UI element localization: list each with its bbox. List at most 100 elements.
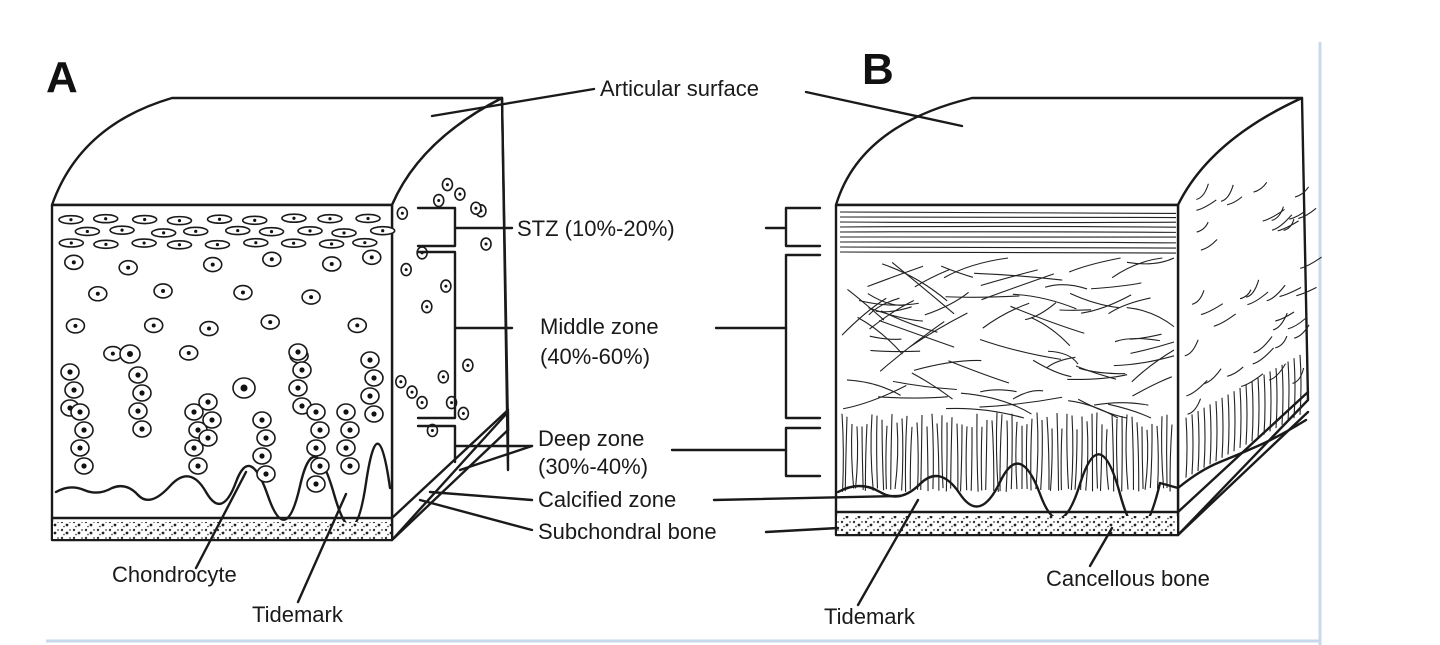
- middle-zone-fiber: [892, 380, 957, 391]
- deep-zone-fiber: [1010, 413, 1013, 490]
- chondrocyte-nucleus: [450, 401, 454, 405]
- side-deep-fiber: [1245, 384, 1248, 445]
- side-fiber: [1187, 398, 1202, 415]
- middle-zone-fiber: [878, 320, 955, 348]
- middle-zone-fiber: [1130, 341, 1175, 354]
- superficial-fiber: [839, 225, 1177, 228]
- block-a-side-right-edge: [500, 96, 510, 432]
- chondrocyte-nucleus: [313, 445, 319, 451]
- chondrocyte-nucleus: [81, 463, 87, 469]
- side-deep-fiber: [1215, 401, 1218, 462]
- chondrocyte-nucleus: [410, 390, 414, 394]
- deep-zone-fiber: [1099, 424, 1103, 491]
- chondrocyte-nucleus: [162, 231, 166, 235]
- middle-zone-fiber: [980, 269, 1038, 287]
- side-fiber: [1289, 210, 1306, 220]
- middle-zone-fiber: [841, 297, 887, 336]
- chondrocyte-nucleus: [95, 291, 100, 296]
- chondrocyte-nucleus: [317, 463, 323, 469]
- chondrocyte-nucleus: [71, 260, 76, 265]
- chondrocyte-nucleus: [209, 417, 215, 423]
- chondrocyte-nucleus: [461, 411, 465, 415]
- middle-zone-fiber: [880, 310, 938, 333]
- chondrocyte-nucleus: [110, 351, 115, 356]
- chondrocyte-nucleus: [205, 399, 211, 405]
- chondrocyte-nucleus: [206, 326, 211, 331]
- middle-zone-fiber: [1047, 350, 1079, 365]
- deep-zone-fiber: [1161, 416, 1165, 489]
- middle-zone-fiber: [974, 272, 1063, 281]
- chondrocyte-nucleus: [347, 463, 353, 469]
- deep-zone-fiber: [1025, 424, 1028, 489]
- chondrocyte-nucleus: [104, 242, 108, 246]
- side-fiber: [1253, 182, 1268, 193]
- side-fiber: [1296, 286, 1317, 297]
- middle-zone-fiber: [913, 359, 982, 371]
- zone-brackets-b: [670, 206, 822, 478]
- chondrocyte-nucleus: [127, 351, 133, 357]
- side-deep-fiber: [1281, 364, 1284, 425]
- middle-zone-fiber: [943, 257, 1009, 279]
- middle-zone-fiber: [1068, 257, 1121, 273]
- middle-zone-fiber: [891, 262, 955, 315]
- side-fiber: [1277, 220, 1299, 232]
- middle-zone-fiber: [1107, 403, 1152, 419]
- middle-zone-fiber: [1078, 367, 1126, 375]
- deep-zone-fiber: [1091, 413, 1094, 492]
- chondrocyte-nucleus: [263, 435, 269, 441]
- side-fiber: [1300, 256, 1322, 269]
- chondrocyte-nucleus: [151, 323, 156, 328]
- middle-zone-fiber: [960, 392, 1032, 415]
- middle-zone-fiber: [1108, 297, 1151, 315]
- chondrocyte-nucleus: [81, 427, 87, 433]
- side-deep-fiber: [1191, 414, 1194, 475]
- deep-zone-fiber: [985, 420, 988, 490]
- label-middle-zone-percent: (40%-60%): [540, 344, 650, 369]
- deep-zone-fiber: [1131, 416, 1135, 490]
- middle-zone-fiber: [881, 263, 948, 302]
- chondrocyte-nucleus: [195, 463, 201, 469]
- deep-zone-fiber: [965, 426, 968, 491]
- block-a-subchondral-band: [53, 522, 391, 539]
- chondrocyte-nucleus: [441, 375, 445, 379]
- middle-zone-fiber: [924, 291, 969, 316]
- chondrocyte-nucleus: [367, 393, 373, 399]
- side-fiber: [1271, 206, 1284, 221]
- middle-zone-fiber: [843, 385, 907, 410]
- middle-zone-fiber: [946, 407, 1025, 419]
- chondrocyte-nucleus: [69, 241, 73, 245]
- chondrocyte-nucleus: [474, 206, 478, 210]
- chondrocyte-nucleus: [437, 199, 441, 203]
- label-stz: STZ (10%-20%): [517, 216, 675, 241]
- side-fiber: [1239, 289, 1252, 300]
- side-fiber: [1200, 303, 1224, 316]
- middle-zone-fiber: [1075, 365, 1117, 380]
- label-deep-zone: Deep zone: [538, 426, 644, 451]
- side-deep-fiber: [1257, 377, 1260, 439]
- middle-zone-fiber: [911, 372, 953, 400]
- deep-zone-fiber: [841, 413, 844, 492]
- middle-zone-fiber: [867, 265, 924, 287]
- side-deep-fiber: [1263, 374, 1266, 435]
- side-fiber: [1294, 324, 1310, 339]
- chondrocyte-nucleus: [263, 471, 269, 477]
- block-a: [50, 96, 510, 542]
- label-subchondral-bone: Subchondral bone: [538, 519, 717, 544]
- chondrocyte-nucleus: [317, 427, 323, 433]
- deep-zone-fiber: [970, 427, 973, 491]
- middle-zone-fiber: [857, 316, 903, 355]
- chondrocyte-nucleus: [299, 367, 305, 373]
- chondrocyte-nucleus: [363, 241, 367, 245]
- middle-zone-fiber: [940, 265, 974, 278]
- deep-zone-fiber: [1030, 418, 1033, 491]
- deep-zone-fiber: [1070, 415, 1074, 491]
- chondrocyte-nucleus: [313, 409, 319, 415]
- chondrocyte-nucleus: [355, 323, 360, 328]
- deep-zone-fiber: [1046, 416, 1050, 490]
- chondrocyte-nucleus: [77, 409, 83, 415]
- middle-zone-fiber: [1081, 294, 1132, 314]
- chondrocyte-nucleus: [299, 403, 305, 409]
- chondrocyte-nucleus: [191, 409, 197, 415]
- deep-zone-fiber: [1144, 429, 1149, 490]
- deep-zone-fiber: [901, 418, 904, 491]
